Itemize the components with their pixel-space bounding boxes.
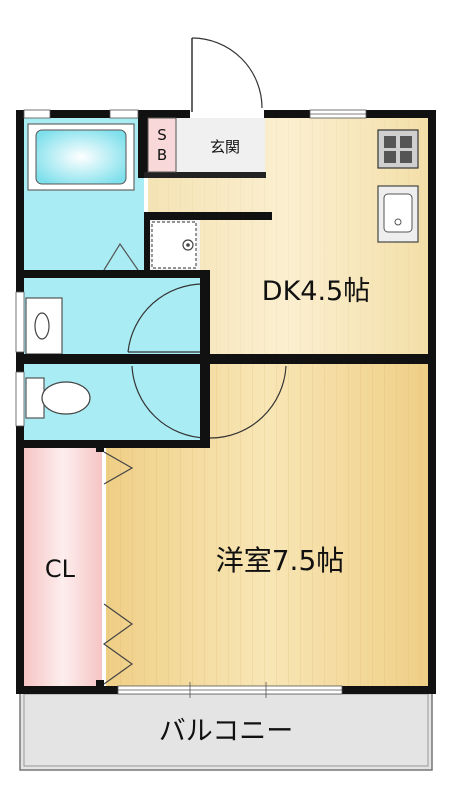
closet-door-upper-icon [103,451,134,485]
windows [15,109,367,698]
dk-label: DK4.5帖 [262,276,370,307]
cl-label: CL [45,555,76,583]
genkan-label: 玄関 [210,138,240,156]
shoe-box [147,117,177,173]
washroom-door-icon [127,283,205,353]
sb-label-2: B [157,146,167,164]
stove-icon [377,129,419,169]
yoshitsu-label: 洋室7.5帖 [216,544,345,577]
toilet-icon [25,377,91,419]
drain-icon [151,221,197,269]
room-door-icon [209,365,287,439]
toilet-door-icon [131,365,207,439]
closet-floor [24,446,102,686]
sink-icon [377,185,419,243]
closet-door-lower-icon [102,603,134,685]
washbasin-icon [25,297,63,355]
vent-icon [103,242,139,271]
bathtub-icon [27,123,135,191]
door-icon [191,37,263,112]
sb-label-1: S [157,126,167,144]
balcony-label: バルコニー [159,716,293,747]
